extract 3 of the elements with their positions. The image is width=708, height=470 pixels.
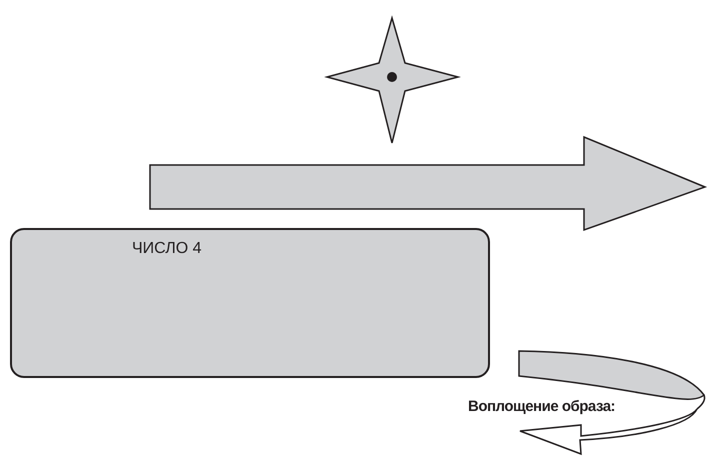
rounded-box xyxy=(10,228,490,378)
box-heading: ЧИСЛО 4 xyxy=(132,240,202,258)
caption-text: Воплощение образа: xyxy=(468,398,616,415)
